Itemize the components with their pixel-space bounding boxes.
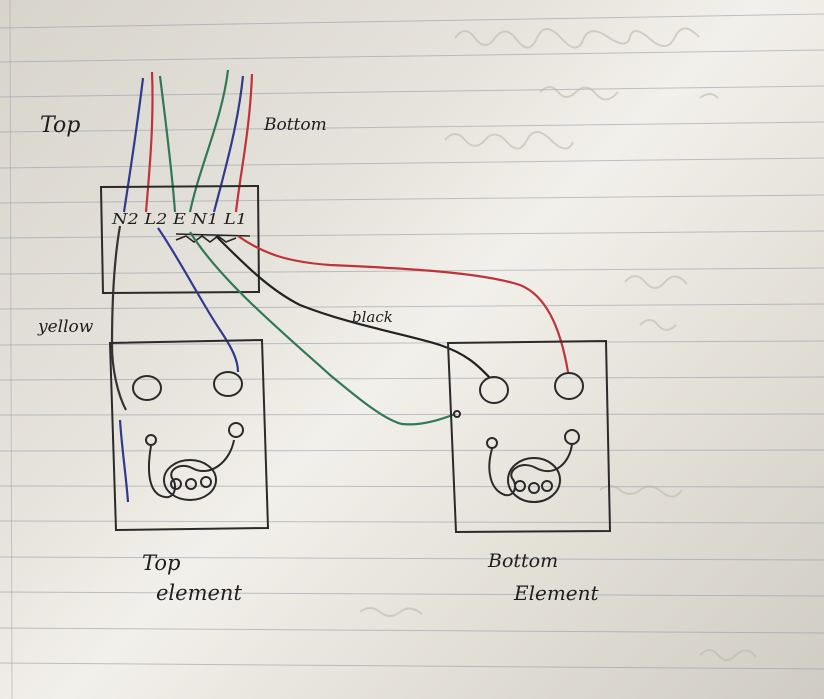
wire-green-bottom-in [188, 69, 230, 213]
label-black: black [352, 308, 393, 326]
bottom-element-coil [488, 443, 573, 497]
wire-blue-top-in [122, 77, 145, 213]
label-bottom: Bottom [263, 115, 327, 135]
top-element-pin-1 [170, 478, 182, 490]
bottom-element-pin-3 [541, 480, 553, 492]
label-yellow: yellow [37, 317, 94, 337]
wire-green-to-bottom-element [189, 231, 456, 426]
label-top-element-line2: element [156, 581, 242, 605]
wire-blue-to-top-element [157, 227, 240, 373]
bleed-through-text [359, 27, 757, 661]
top-element-coil [148, 439, 235, 499]
bottom-element-terminal-left [479, 376, 509, 404]
incoming-wires [122, 69, 254, 213]
wire-green-top-in [158, 75, 177, 213]
bottom-element-box [446, 339, 612, 534]
top-element-terminal-right [213, 371, 243, 397]
top-element-box [108, 338, 270, 532]
wire-red-bottom-in [234, 73, 254, 213]
bottom-element-center [507, 457, 561, 503]
terminal-block [99, 184, 261, 295]
label-top-element-line1: Top [142, 551, 180, 575]
wire-red-top-in [144, 71, 154, 213]
terminal-labels: N2 L2 E N1 L1 [111, 210, 247, 228]
wire-black-to-bottom-element [215, 235, 491, 379]
wire-yellow [110, 225, 127, 411]
top-element-pin-2 [185, 478, 197, 490]
terminal-scribble [175, 233, 251, 243]
label-bottom-element-line2: Element [513, 581, 600, 605]
bottom-element-stud-right [564, 429, 580, 445]
top-element-stud-right [228, 422, 244, 438]
bottom-element [446, 339, 612, 534]
wire-blue-bottom-in [212, 75, 245, 213]
top-element [108, 338, 270, 532]
top-element-stud-left [145, 434, 157, 446]
top-element-terminal-left [132, 375, 162, 401]
bottom-element-terminal-right [554, 372, 584, 400]
bottom-element-pin-2 [528, 482, 540, 494]
margin-line [9, 0, 13, 699]
bottom-element-ground-dot [453, 410, 461, 418]
output-wires [110, 225, 570, 503]
wire-blue-down [118, 419, 130, 503]
label-top: Top [40, 113, 80, 138]
top-element-pin-3 [200, 476, 212, 488]
ruled-lines [0, 13, 824, 670]
label-bottom-element-line1: Bottom [487, 550, 558, 572]
bottom-element-pin-1 [514, 480, 526, 492]
bottom-element-stud-left [486, 437, 498, 449]
top-element-center [163, 459, 217, 501]
wire-red-to-bottom-element [237, 235, 570, 373]
